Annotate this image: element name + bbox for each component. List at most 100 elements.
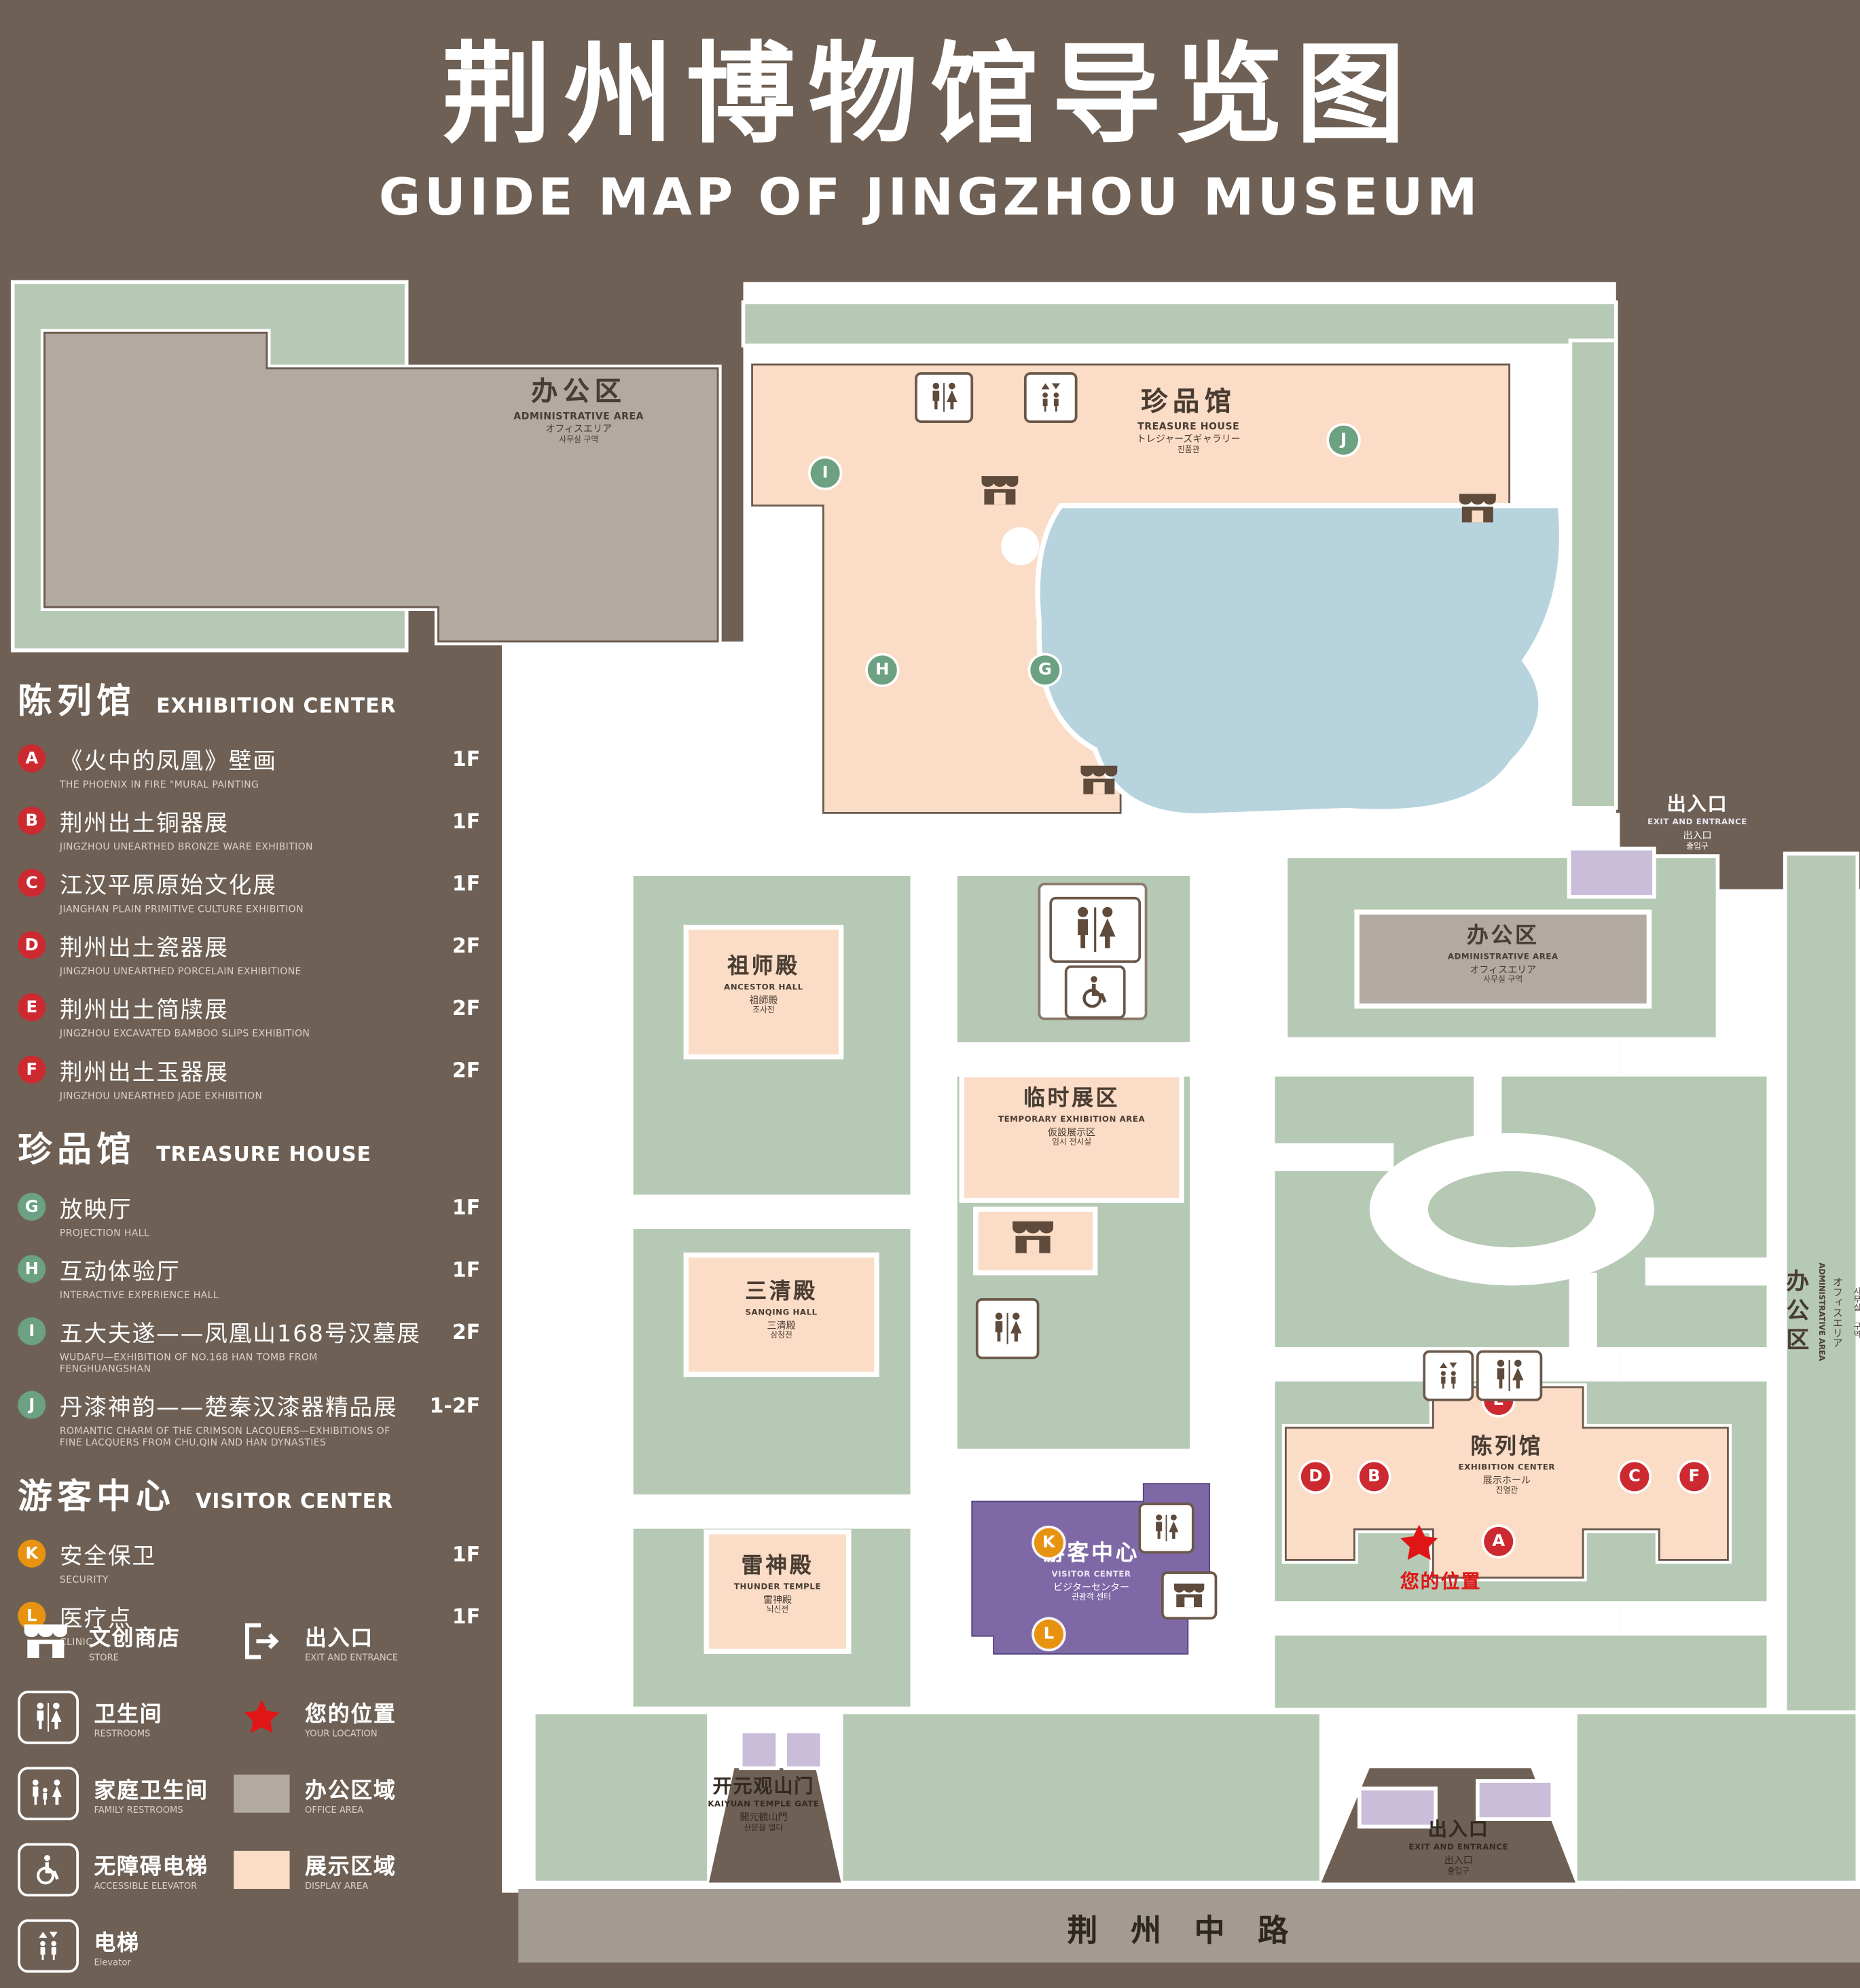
legend-item-floor: 1F: [452, 871, 481, 896]
marker-badge-c: C: [18, 868, 46, 897]
symbol-label-zh: 办公区域: [305, 1778, 397, 1804]
symbol-label-zh: 电梯: [94, 1930, 140, 1957]
marker-badge-d: D: [18, 931, 46, 959]
garden-path: [1474, 1074, 1502, 1145]
restroom-icon: [915, 372, 974, 424]
label-ja: トレジャーズギャラリー: [1136, 433, 1241, 445]
label-en: EXHIBITION CENTER: [1458, 1462, 1556, 1472]
gate-block-right: [783, 1729, 824, 1771]
legend-item-en: CLINIC: [59, 1636, 93, 1648]
symbol-label-en: ACCESSIBLE ELEVATOR: [94, 1881, 198, 1892]
legend-item-g: G 放映厅 PROJECTION HALL 1F: [18, 1192, 495, 1238]
label-ko: 관광객 센터: [1072, 1593, 1112, 1602]
symbol-label-en: YOUR LOCATION: [305, 1729, 378, 1740]
marker-badge-f: F: [18, 1055, 46, 1084]
label-ja: オフィスエリア: [545, 423, 613, 435]
garden-path: [1273, 1143, 1394, 1171]
legend-item-floor: 2F: [452, 934, 481, 958]
label-en: ADMINISTRATIVE AREA: [513, 410, 644, 422]
label-en: EXIT AND ENTRANCE: [1408, 1843, 1509, 1853]
label-en: SANQING HALL: [745, 1308, 818, 1317]
symbol-label-zh: 家庭卫生间: [94, 1778, 208, 1804]
label-admin-mid: 办公区 ADMINISTRATIVE AREA オフィスエリア 사무실 구역: [1389, 923, 1618, 986]
marker-badge-k: K: [18, 1539, 46, 1568]
family-restroom-icon: [18, 1767, 79, 1820]
label-ko: 진열관: [1495, 1486, 1518, 1496]
exit-icon: [1575, 805, 1621, 846]
office-area-swatch: [234, 1774, 290, 1813]
restroom-icon: [1476, 1350, 1543, 1401]
label-zh: 出入口: [1666, 792, 1728, 816]
label-en: TEMPORARY EXHIBITION AREA: [998, 1115, 1146, 1124]
legend-item-j: J 丹漆神韵——楚秦汉漆器精品展 ROMANTIC CHARM OF THE C…: [18, 1390, 495, 1448]
symbol-label-zh: 展示区域: [305, 1854, 397, 1880]
entrance-block-south-right: [1476, 1779, 1555, 1821]
legend-item-zh: 医疗点: [59, 1605, 132, 1633]
store-icon: [1078, 761, 1121, 799]
symbol-label-zh: 您的位置: [305, 1702, 397, 1728]
label-zh: 临时展区: [1023, 1086, 1120, 1112]
label-ko: 진품관: [1177, 445, 1200, 455]
label-exhibition-center: 陈列馆 EXHIBITION CENTER 展示ホール 진열관: [1402, 1434, 1611, 1496]
symbol-label-en: EXIT AND ENTRANCE: [305, 1653, 399, 1663]
accessible-elevator-icon: [18, 1843, 79, 1897]
symbol-label-en: STORE: [88, 1653, 119, 1663]
label-ja: 開元観山門: [740, 1811, 788, 1824]
legend-section-exhibition-center: 陈列馆 EXHIBITION CENTER A 《火中的凤凰》壁画 THE PH…: [18, 674, 495, 1101]
label-ko: 출입구: [1447, 1866, 1470, 1876]
legend-item-floor: 1F: [452, 809, 481, 834]
gate-path: [708, 1768, 841, 1883]
legend-section-header: 珍品馆 TREASURE HOUSE: [18, 1122, 495, 1171]
label-ko: 뇌신전: [766, 1606, 789, 1615]
legend-symbol-elevator: 电梯 Elevator: [18, 1908, 229, 1984]
legend-item-h: H 互动体验厅 INTERACTIVE EXPERIENCE HALL 1F: [18, 1254, 495, 1301]
lawn-east-strip: [1568, 338, 1618, 810]
label-ja: オフィスエリア: [1831, 1276, 1844, 1348]
store-icon: [1456, 489, 1499, 527]
label-ja: 雷神殿: [763, 1594, 792, 1606]
legend-item-zh: 安全保卫: [59, 1543, 157, 1570]
legend-item-floor: 1F: [452, 1542, 481, 1566]
marker-badge-b: B: [18, 807, 46, 835]
restroom-icon: [1049, 896, 1142, 963]
legend-symbols-column-2: 出入口 EXIT AND ENTRANCE 您的位置 YOUR LOCATION…: [234, 1603, 495, 1908]
legend-item-en: JINGZHOU UNEARTHED BRONZE WARE EXHIBITIO…: [59, 841, 313, 853]
label-ja: 祖師殿: [749, 994, 778, 1006]
label-zh: 出入口: [1427, 1818, 1489, 1841]
legend-section-header: 游客中心 VISITOR CENTER: [18, 1469, 495, 1518]
label-zh: 办公区: [531, 375, 627, 407]
label-zh: 三清殿: [745, 1278, 818, 1305]
garden-island: [1427, 1171, 1596, 1248]
label-ja: 展示ホール: [1482, 1474, 1531, 1486]
legend-item-i: I 五大夫遂——凤凰山168号汉墓展 WUDAFU—EXHIBITION OF …: [18, 1316, 495, 1374]
marker-badge-j: J: [18, 1391, 46, 1419]
label-ja: 出入口: [1683, 830, 1712, 841]
poster-title-en: GUIDE MAP OF JINGZHOU MUSEUM: [378, 168, 1482, 227]
garden-path: [1569, 1272, 1597, 1349]
store-icon: [979, 471, 1022, 509]
legend-item-zh: 荆州出土简牍展: [59, 997, 229, 1024]
label-zh: 办公区: [1466, 923, 1539, 949]
label-temporary-exhibition: 临时展区 TEMPORARY EXHIBITION AREA 仮設展示区 임시 …: [962, 1086, 1182, 1149]
label-zh: 办公区: [1782, 1268, 1810, 1357]
map-marker-c: C: [1620, 1462, 1649, 1492]
store-icon: [1161, 1571, 1218, 1620]
map-marker-f: F: [1679, 1462, 1709, 1492]
legend-symbols-column-1: 文创商店 STORE 卫生间 RESTROOMS 家庭卫生间 FAMILY RE…: [18, 1603, 229, 1984]
label-en: ADMINISTRATIVE AREA: [1817, 1263, 1826, 1362]
lawn-admin-right-strip: [1783, 851, 1860, 1717]
legend-item-en: JINGZHOU UNEARTHED JADE EXHIBITION: [59, 1090, 263, 1102]
legend-symbol-store: 文创商店 STORE: [18, 1603, 229, 1679]
legend-item-e: E 荆州出土简牍展 JINGZHOU EXCAVATED BAMBOO SLIP…: [18, 992, 495, 1039]
legend-item-floor: 1F: [452, 1604, 481, 1629]
legend-item-zh: 丹漆神韵——楚秦汉漆器精品展: [59, 1395, 398, 1422]
legend-item-zh: 江汉平原原始文化展: [59, 872, 277, 900]
label-ko: 임시 전시실: [1052, 1139, 1092, 1148]
legend-item-en: SECURITY: [59, 1574, 109, 1585]
legend-item-en: PROJECTION HALL: [59, 1227, 150, 1239]
label-admin-top: 办公区 ADMINISTRATIVE AREA オフィスエリア 사무실 구역: [467, 375, 689, 446]
legend-item-f: F 荆州出土玉器展 JINGZHOU UNEARTHED JADE EXHIBI…: [18, 1054, 495, 1101]
label-ja: オフィスエリア: [1470, 963, 1537, 976]
lawn-south-band-2: [839, 1710, 1324, 1885]
accessible-icon: [1064, 965, 1126, 1019]
